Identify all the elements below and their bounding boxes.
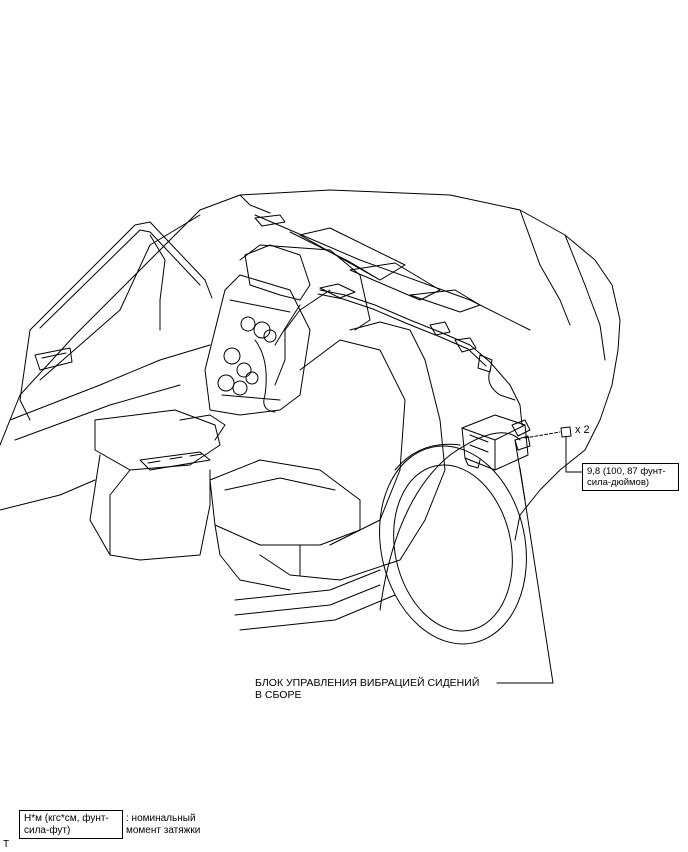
callout-leaders: [496, 447, 583, 684]
vibration-control-unit: [461, 414, 531, 471]
center-armrest: [89, 409, 226, 561]
legend-desc-line1: : номинальный: [126, 813, 196, 824]
rear-seat-right: [209, 244, 446, 591]
floor-lines: [234, 569, 396, 631]
legend-box-line1: Н*м (кгс*см, фунт-: [24, 813, 109, 824]
torque-value-line1: 9,8 (100, 87 фунт-: [587, 466, 666, 477]
rear-wheel: [379, 432, 527, 645]
torque-value-line2: сила-дюймов): [587, 477, 650, 488]
part-name-line1: БЛОК УПРАВЛЕНИЯ ВИБРАЦИЕЙ СИДЕНИЙ: [255, 677, 480, 689]
legend-desc-line2: момент затяжки: [126, 825, 201, 836]
legend-description: : номинальный момент затяжки: [126, 813, 200, 837]
bolt-quantity-label: x 2: [575, 424, 590, 436]
legend-unit-box: Н*м (кгс*см, фунт- сила-фут): [19, 810, 123, 839]
legend-box-line2: сила-фут): [24, 825, 71, 836]
rear-door: [9, 221, 213, 441]
rear-shelf: [254, 214, 531, 331]
part-name-line2: В СБОРЕ: [255, 689, 302, 701]
torque-value-box: 9,8 (100, 87 фунт- сила-дюймов): [582, 463, 679, 491]
rear-seat-left: [204, 244, 311, 416]
bolt: [524, 426, 572, 449]
wire-harness: [274, 283, 523, 426]
part-name-label: БЛОК УПРАВЛЕНИЯ ВИБРАЦИЕЙ СИДЕНИЙ В СБОР…: [255, 677, 479, 701]
corner-mark: T: [3, 839, 10, 850]
car-body-outline: [0, 189, 621, 541]
